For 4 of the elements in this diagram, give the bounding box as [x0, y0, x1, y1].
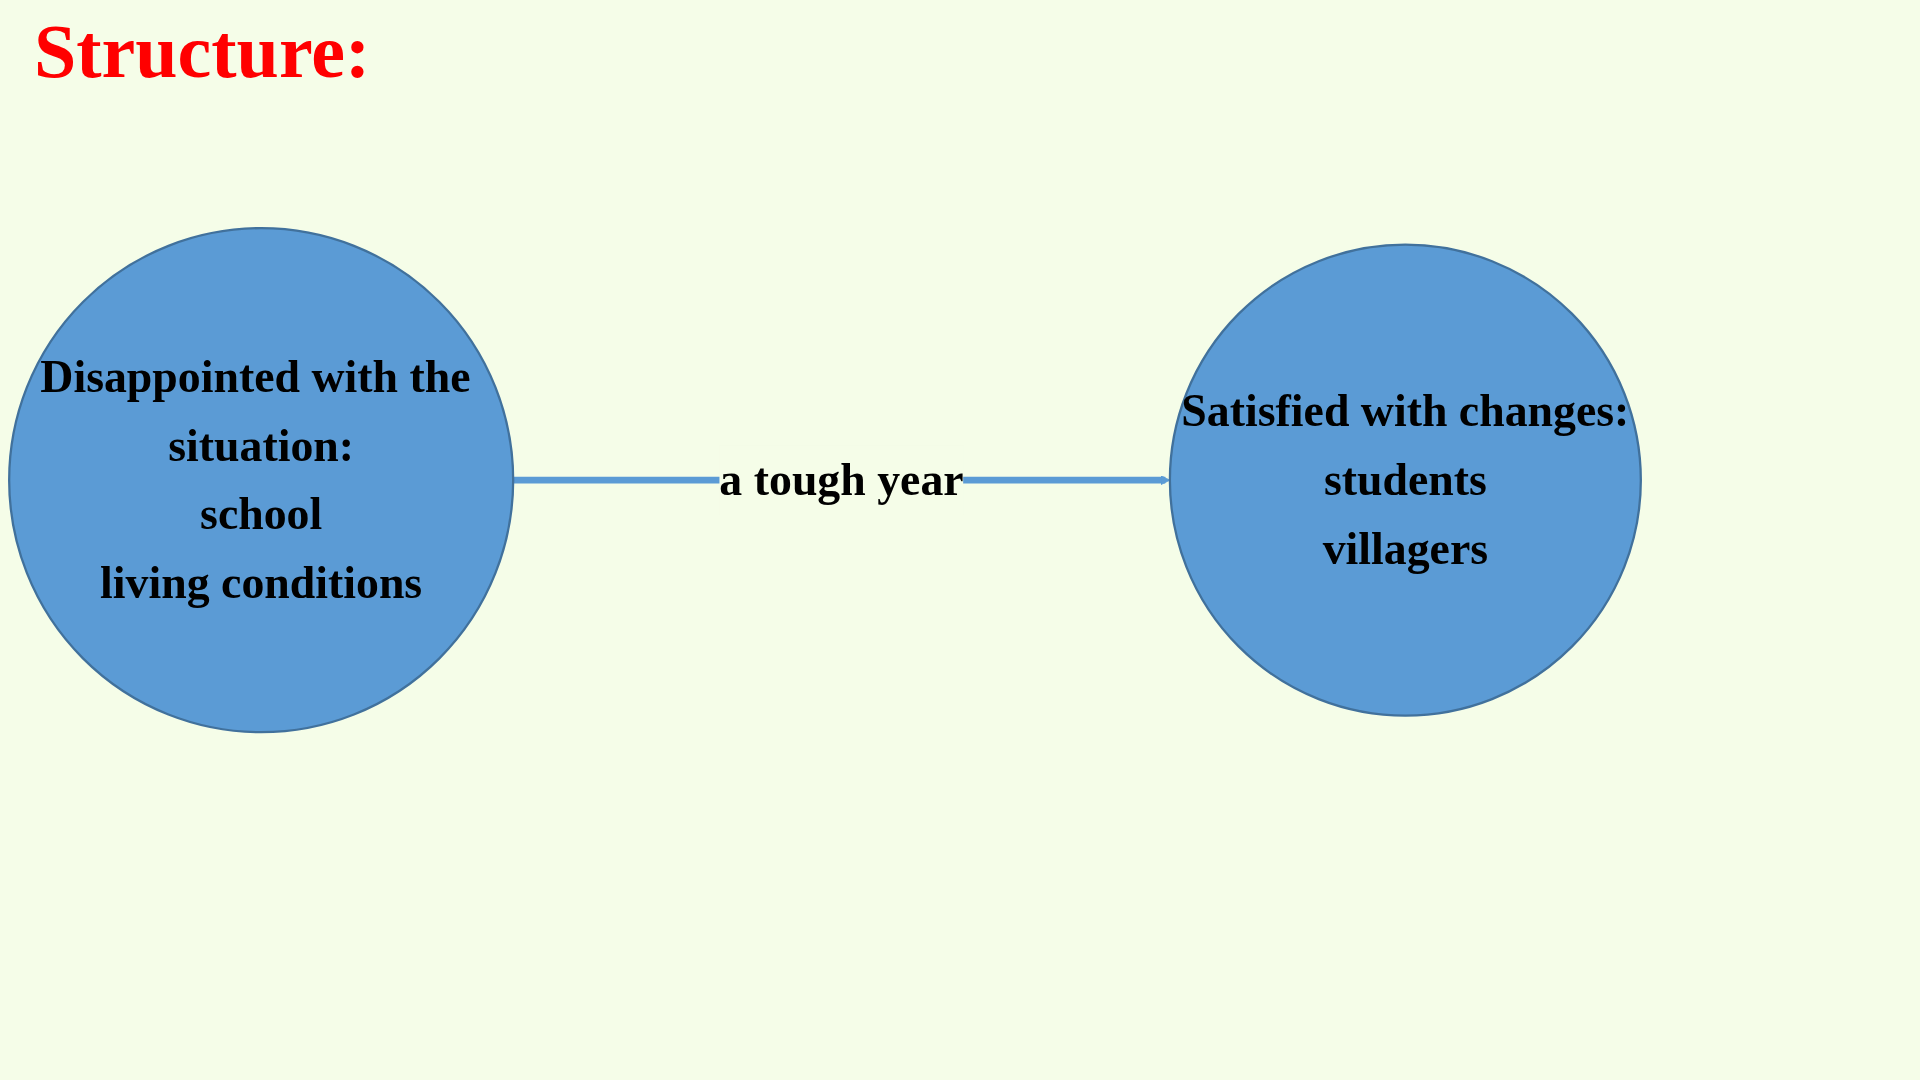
title: Structure: [34, 8, 371, 95]
node-circle: Disappointed with the situation: school living conditions [8, 226, 515, 734]
edge-label: a tough year [719, 453, 964, 506]
node-circle: Satisfied with changes: students villagers [1168, 243, 1642, 717]
